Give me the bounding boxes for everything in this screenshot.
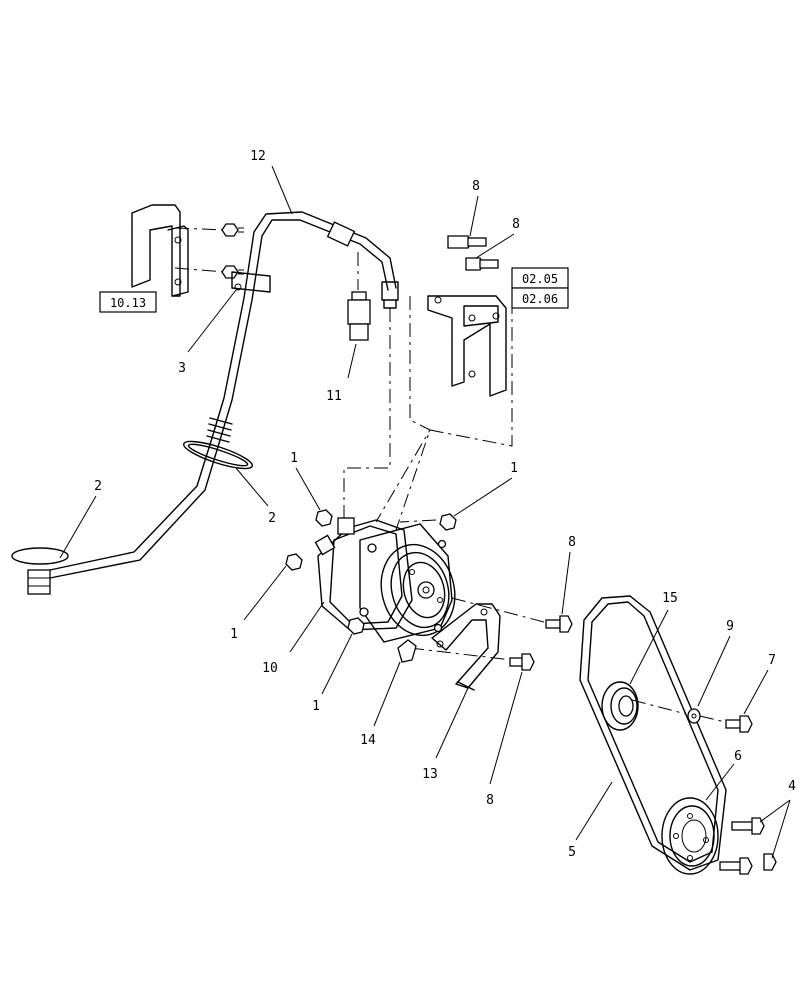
callout-5: 5 (568, 845, 576, 860)
callout-11: 11 (326, 389, 342, 404)
alignment-lines (343, 296, 735, 725)
reference-10-13[interactable]: 10.13 (99, 291, 157, 313)
callout-10: 10 (262, 661, 278, 676)
right-mounting-bracket (427, 235, 507, 397)
callout-2-right: 2 (268, 511, 276, 526)
reference-label-02-06: 02.06 (522, 292, 558, 306)
callout-14: 14 (360, 733, 376, 748)
reference-02-05[interactable]: 02.05 (511, 267, 569, 289)
pressure-switch (347, 252, 371, 341)
crank-pulley (661, 797, 719, 875)
bracket-bolts-lower (509, 615, 573, 671)
compressor-nuts (285, 509, 457, 635)
leader-lines (59, 165, 791, 859)
callout-8-right: 8 (568, 535, 576, 550)
callout-1-left: 1 (230, 627, 238, 642)
pulley-bolts (719, 817, 777, 875)
callout-8-bottom: 8 (486, 793, 494, 808)
reference-label-02-05: 02.05 (522, 272, 558, 286)
left-mounting-bracket (131, 204, 189, 297)
o-rings (182, 440, 254, 470)
callout-1-right: 1 (510, 461, 518, 476)
idler-pulley (601, 681, 639, 731)
reference-02-06[interactable]: 02.06 (511, 287, 569, 309)
callout-13: 13 (422, 767, 438, 782)
callout-7: 7 (768, 653, 776, 668)
callout-3: 3 (178, 361, 186, 376)
callouts: 12 3 11 8 8 1 1 2 2 1 10 1 14 13 8 8 15 … (94, 149, 796, 860)
callout-6: 6 (734, 749, 742, 764)
callout-4: 4 (788, 779, 796, 794)
bracket-bolts (174, 223, 244, 279)
compressor-mount-bracket (397, 603, 501, 691)
callout-1-bottom: 1 (312, 699, 320, 714)
callout-8-top: 8 (472, 179, 480, 194)
callout-9: 9 (726, 619, 734, 634)
reference-label-10-13: 10.13 (110, 296, 146, 310)
callout-15: 15 (662, 591, 678, 606)
callout-1-top: 1 (290, 451, 298, 466)
ac-compressor (314, 517, 456, 643)
washer-and-bolt (687, 708, 753, 733)
callout-2-left: 2 (94, 479, 102, 494)
callout-8-upper: 8 (512, 217, 520, 232)
callout-12: 12 (250, 149, 266, 164)
drive-belt (579, 595, 727, 871)
